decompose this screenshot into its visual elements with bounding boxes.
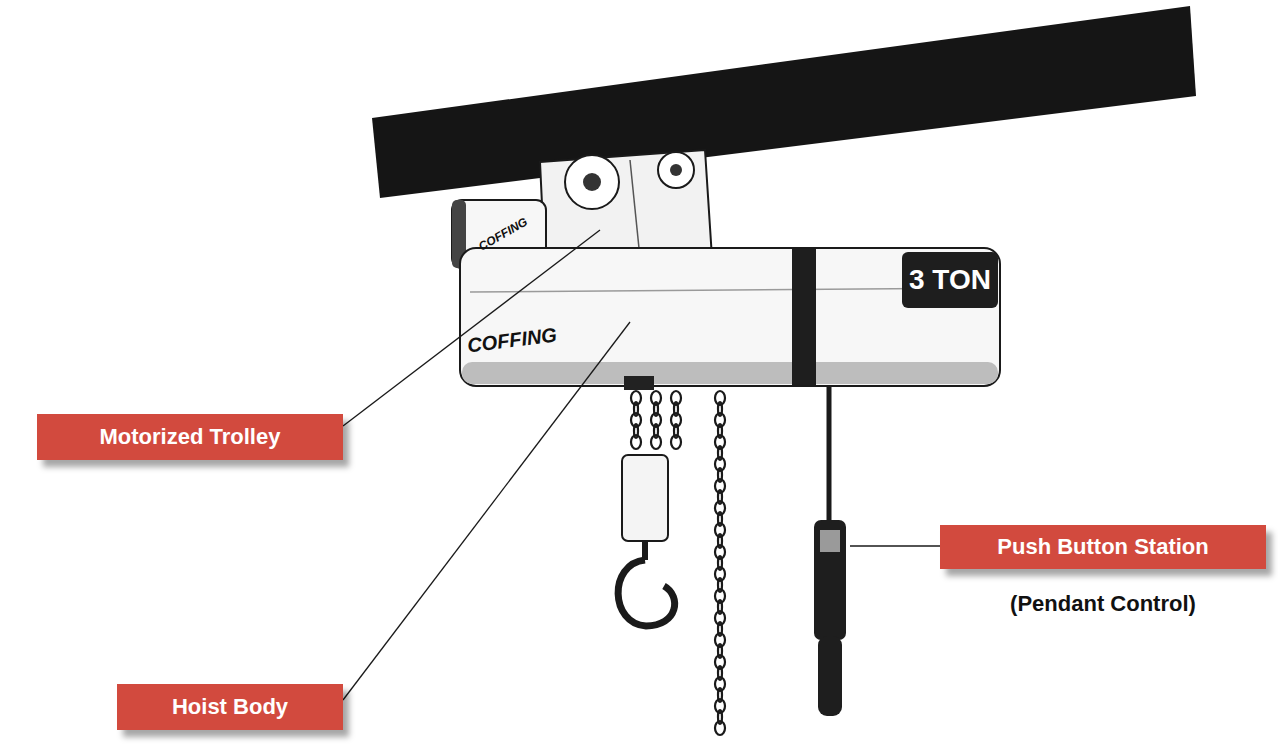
chain-link [715,721,725,735]
leader-line [343,322,630,700]
trolley-wheel [658,152,694,188]
label-box: Hoist Body [117,684,343,730]
hook-block [622,455,668,541]
trolley-wheel [565,155,619,209]
pendant-body [814,520,846,640]
wheel-hub [670,164,682,176]
callout-box: Push Button Station (Pendant Control) [940,525,1266,617]
trolley-edge [630,160,640,258]
leader-line [850,545,940,546]
load-chains [631,391,725,735]
i-beam [372,6,1196,198]
label-box: Motorized Trolley [37,414,343,460]
pendant-cord [827,386,832,522]
pendant-grip [818,636,842,716]
chain-link [651,435,661,449]
housing-shadow [462,362,998,384]
callout-box: Hoist Body [117,684,343,730]
chain-link [631,435,641,449]
chain-slot [624,376,654,390]
hoist-housing [460,248,1000,386]
callout-box: Motorized Trolley [37,414,343,460]
part-name: Motorized Trolley [100,424,281,450]
capacity-marking: 3 TON [909,264,991,296]
hook [618,560,675,626]
leader-line [343,230,600,426]
part-name: Hoist Body [172,694,288,720]
label-box: Push Button Station [940,525,1266,569]
housing-band [792,249,816,385]
part-name: Push Button Station [997,534,1208,560]
pendant-button [820,530,840,552]
capacity-plate [902,252,998,308]
part-subtitle: (Pendant Control) [940,591,1266,617]
wheel-hub [583,173,601,191]
chain-link [671,435,681,449]
